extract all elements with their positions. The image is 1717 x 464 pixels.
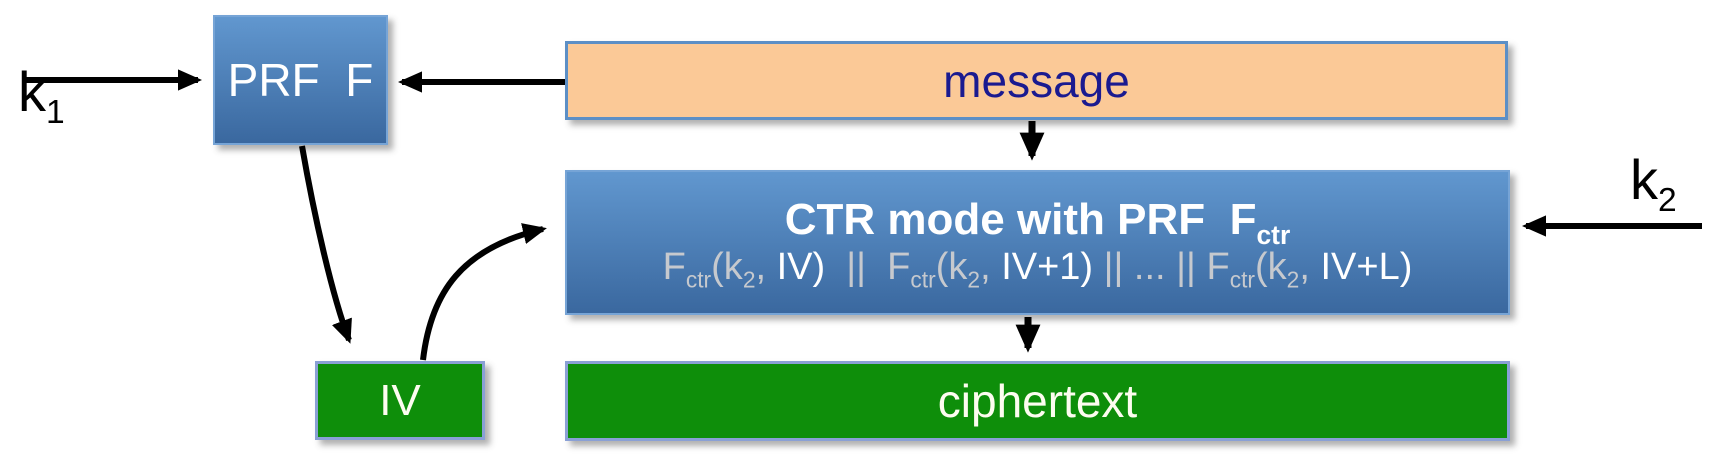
iv-box: IV xyxy=(315,361,485,440)
message-box: message xyxy=(565,41,1508,120)
key-k2-label: k2 xyxy=(1630,148,1677,220)
ctr-title: CTR mode with PRF Fctr xyxy=(784,195,1291,251)
prf-box: PRF F xyxy=(213,15,388,145)
ctr-formula: Fctr(k2, IV) || Fctr(k2, IV+1) || ... ||… xyxy=(662,245,1413,293)
ciphertext-box: ciphertext xyxy=(565,361,1510,441)
iv-label: IV xyxy=(379,375,421,425)
arrow-prf-to-iv xyxy=(299,145,352,344)
arrow-iv-to-ctr xyxy=(420,223,547,361)
prf-label: PRF F xyxy=(227,54,374,106)
ciphertext-label: ciphertext xyxy=(937,375,1138,427)
ctr-mode-box: CTR mode with PRF Fctr Fctr(k2, IV) || F… xyxy=(565,170,1510,315)
key-k1-label: k1 xyxy=(18,60,65,132)
message-label: message xyxy=(943,54,1130,107)
